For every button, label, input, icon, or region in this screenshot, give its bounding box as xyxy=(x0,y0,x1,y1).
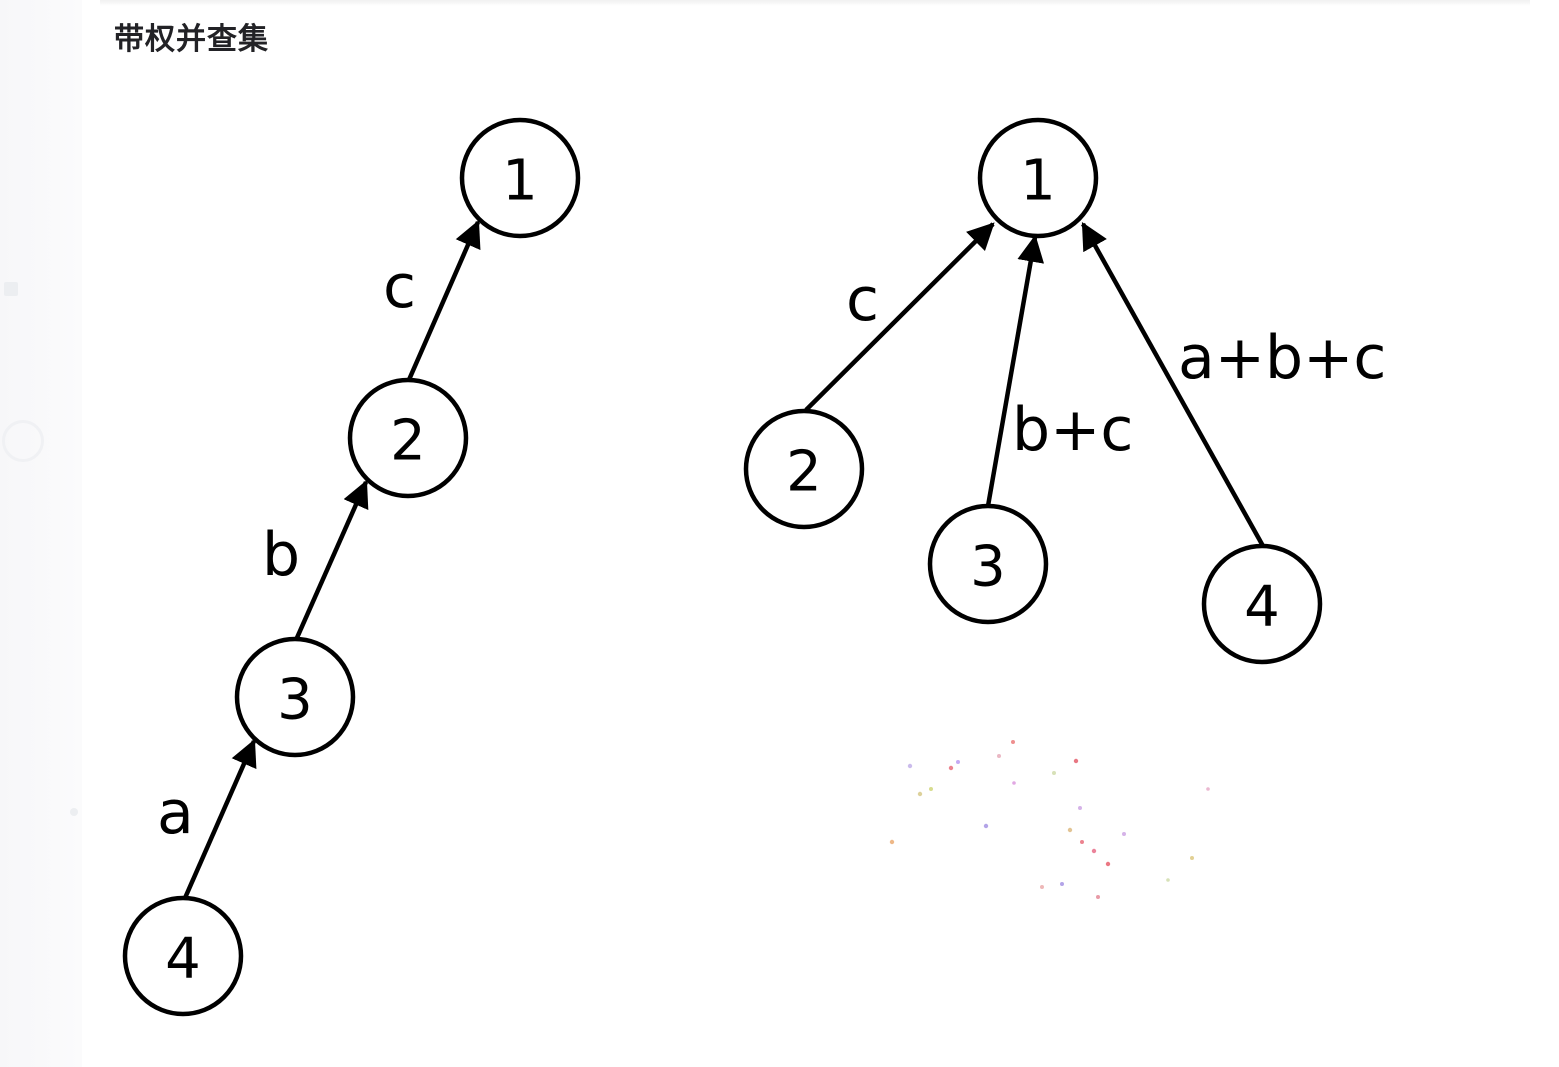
chain-node-1-label: 1 xyxy=(502,149,538,214)
compressed-node-1-label: 1 xyxy=(1020,149,1056,214)
compressed-node-1: 1 xyxy=(977,117,1099,239)
left-rail xyxy=(0,0,82,1067)
chain-edge-label-b: b xyxy=(262,520,300,590)
chain-edge-4-to-3 xyxy=(182,738,257,899)
chain-node-1: 1 xyxy=(459,117,581,239)
rail-dot-mark xyxy=(70,808,78,816)
chain-node-3: 3 xyxy=(234,636,356,758)
chain-node-2: 2 xyxy=(347,377,469,499)
rail-hexagon-mark xyxy=(2,420,44,462)
chain-edge-label-c: c xyxy=(383,252,416,322)
compressed-nodes: 1 2 3 4 xyxy=(743,117,1323,665)
compressed-node-2: 2 xyxy=(743,408,865,530)
decorative-speckles xyxy=(889,740,1210,899)
compressed-edge-label-b-plus-c: b+c xyxy=(1012,395,1133,465)
compressed-edge-3-to-1 xyxy=(985,234,1045,507)
compressed-edge-4-to-1 xyxy=(1081,222,1265,548)
compressed-edges xyxy=(804,222,1265,548)
compressed-node-3: 3 xyxy=(927,503,1049,625)
compressed-node-3-label: 3 xyxy=(970,535,1006,600)
compressed-diagram: c b+c a+b+c 1 2 3 4 xyxy=(743,117,1386,665)
chain-edge-label-a: a xyxy=(157,778,194,848)
chain-edges xyxy=(182,219,481,899)
compressed-node-4: 4 xyxy=(1201,543,1323,665)
chain-diagram: c b a 1 2 3 4 xyxy=(122,117,581,1017)
rail-square-mark xyxy=(4,282,18,296)
chain-node-4-label: 4 xyxy=(165,927,201,992)
chain-node-4: 4 xyxy=(122,895,244,1017)
chain-nodes: 1 2 3 4 xyxy=(122,117,581,1017)
chain-edge-3-to-2 xyxy=(293,479,369,641)
compressed-node-4-label: 4 xyxy=(1244,575,1280,640)
top-shadow xyxy=(100,0,1530,6)
chain-node-2-label: 2 xyxy=(390,409,426,474)
chain-edge-2-to-1 xyxy=(405,219,481,383)
compressed-edge-labels: c b+c a+b+c xyxy=(846,265,1386,465)
compressed-edge-label-c: c xyxy=(846,265,879,335)
compressed-node-2-label: 2 xyxy=(786,440,822,505)
chain-node-3-label: 3 xyxy=(277,668,313,733)
compressed-edge-label-a-plus-b-plus-c: a+b+c xyxy=(1178,323,1386,393)
section-title: 带权并查集 xyxy=(114,22,269,57)
compressed-edge-2-to-1 xyxy=(804,222,995,412)
chain-edge-labels: c b a xyxy=(157,252,416,848)
content-area xyxy=(82,0,1559,1067)
